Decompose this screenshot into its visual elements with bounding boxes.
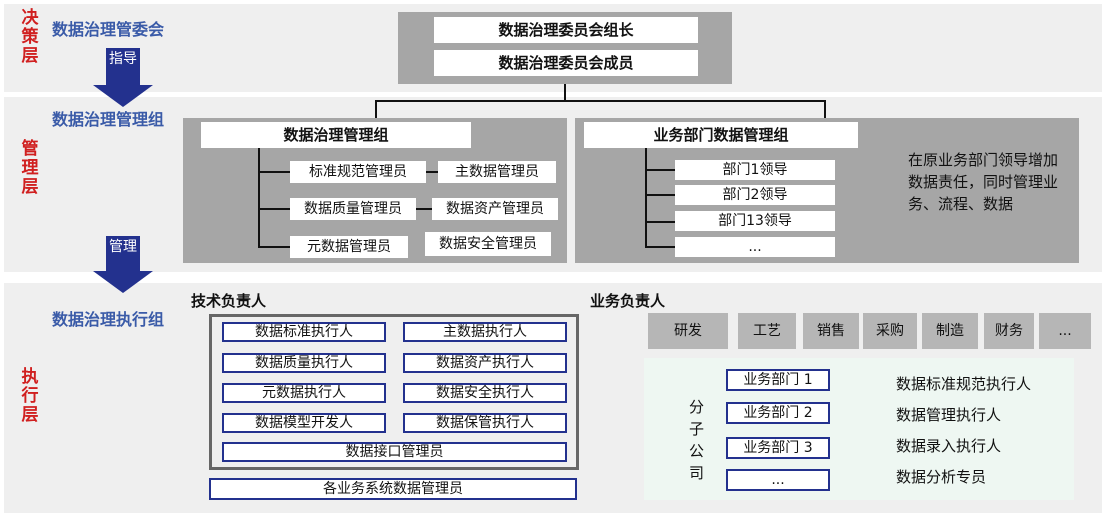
biz-exec-role: 数据管理执行人	[896, 406, 1002, 424]
execution-layer-title: 数据治理执行组	[52, 310, 165, 329]
biz-group-title: 业务部门数据管理组	[584, 122, 858, 148]
dept-leader-item: 部门1领导	[675, 160, 835, 180]
dept-leader-item: ...	[675, 237, 835, 257]
committee-member: 数据治理委员会成员	[434, 50, 698, 76]
mgmt-role-security: 数据安全管理员	[425, 232, 551, 256]
mgmt-role-assets: 数据资产管理员	[432, 198, 558, 220]
tech-role-standards: 数据标准执行人	[222, 322, 386, 342]
biz-group-note: 在原业务部门领导增加数据责任，同时管理业务、流程、数据	[908, 151, 1059, 213]
mgmt-role-master-data: 主数据管理员	[438, 161, 556, 183]
dept-item-process: 工艺	[738, 313, 796, 349]
tree-line	[258, 246, 290, 248]
mgmt-role-standards: 标准规范管理员	[290, 161, 426, 183]
tree-line	[416, 208, 432, 210]
manage-arrow-label: 管理	[106, 236, 140, 272]
dept-item-manufacturing: 制造	[922, 313, 978, 349]
decision-layer-title: 数据治理管委会	[52, 20, 165, 39]
decision-layer-label: 决策层	[21, 8, 39, 66]
tree-line	[645, 221, 675, 223]
management-layer-label: 管理层	[21, 139, 39, 197]
biz-unit-2: 业务部门 2	[726, 402, 830, 424]
subsidiary-panel	[644, 358, 1074, 500]
guide-arrow: 指导	[93, 48, 153, 108]
manage-arrow-head	[93, 271, 153, 293]
tech-role-custodian: 数据保管执行人	[403, 413, 567, 433]
biz-exec-role: 数据标准规范执行人	[896, 375, 1032, 393]
dept-item-rd: 研发	[648, 313, 728, 349]
dept-item-more: ...	[1039, 313, 1091, 349]
biz-exec-role: 数据分析专员	[896, 468, 987, 486]
management-layer-title: 数据治理管理组	[52, 110, 165, 129]
biz-lead-title: 业务负责人	[590, 292, 666, 310]
tree-line	[258, 171, 290, 173]
mgmt-role-quality: 数据质量管理员	[290, 198, 416, 220]
tech-role-model-dev: 数据模型开发人	[222, 413, 386, 433]
tree-line	[645, 148, 647, 248]
dept-item-finance: 财务	[984, 313, 1034, 349]
tree-line	[645, 194, 675, 196]
dept-item-purchasing: 采购	[863, 313, 917, 349]
tree-line	[645, 246, 675, 248]
manage-arrow: 管理	[93, 236, 153, 296]
tree-line	[258, 148, 260, 247]
connector-line	[375, 100, 826, 102]
tech-role-metadata: 元数据执行人	[222, 383, 386, 403]
biz-unit-3: 业务部门 3	[726, 437, 830, 459]
committee-leader: 数据治理委员会组长	[434, 17, 698, 43]
tree-line	[645, 169, 675, 171]
mgmt-group-title: 数据治理管理组	[201, 122, 471, 148]
tree-line	[426, 171, 438, 173]
biz-unit-more: ...	[726, 469, 830, 491]
subsidiary-label: 分子公司	[689, 398, 705, 482]
guide-arrow-label: 指导	[106, 48, 140, 86]
dept-item-sales: 销售	[803, 313, 859, 349]
tech-role-assets: 数据资产执行人	[403, 353, 567, 373]
connector-line	[824, 100, 826, 120]
connector-line	[375, 100, 377, 120]
dept-leader-item: 部门2领导	[675, 185, 835, 205]
system-data-admin: 各业务系统数据管理员	[209, 478, 577, 500]
mgmt-role-metadata: 元数据管理员	[290, 236, 408, 258]
tech-role-security: 数据安全执行人	[403, 383, 567, 403]
tech-role-master-data: 主数据执行人	[403, 322, 567, 342]
dept-leader-item: 部门13领导	[675, 211, 835, 231]
tech-role-quality: 数据质量执行人	[222, 353, 386, 373]
biz-exec-role: 数据录入执行人	[896, 437, 1002, 455]
biz-unit-1: 业务部门 1	[726, 369, 830, 391]
tree-line	[258, 208, 290, 210]
tech-interface-admin: 数据接口管理员	[222, 442, 567, 462]
guide-arrow-head	[93, 85, 153, 107]
tech-roles-frame	[209, 314, 579, 470]
execution-layer-label: 执行层	[21, 367, 39, 425]
tech-lead-title: 技术负责人	[191, 292, 267, 310]
connector-line	[564, 84, 566, 101]
